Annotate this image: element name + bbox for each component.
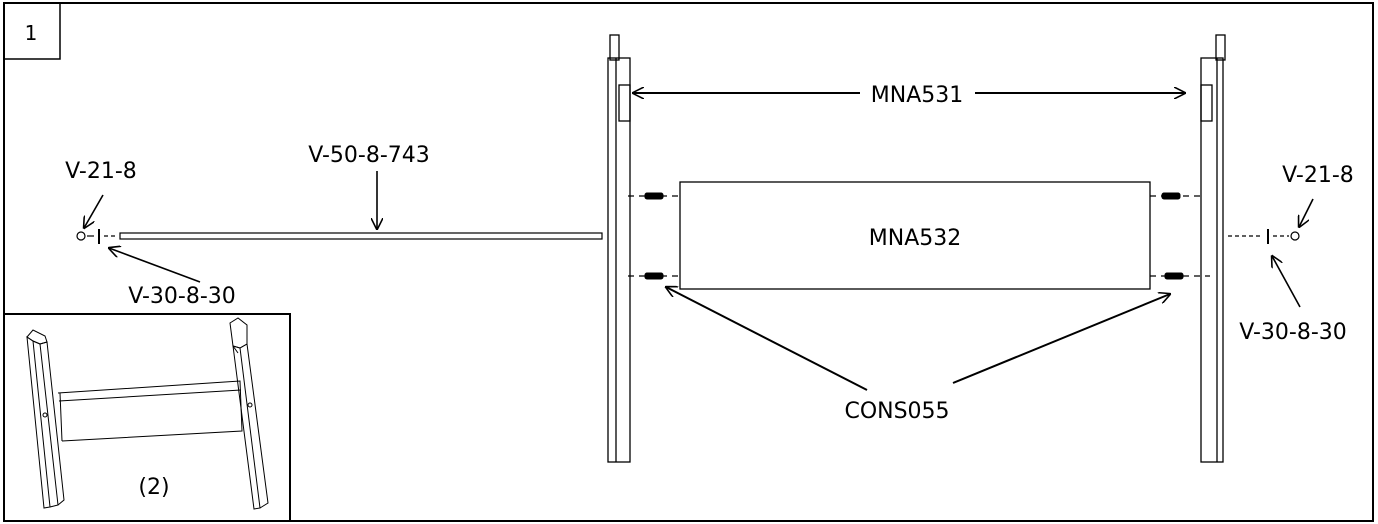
dowel-right-bottom xyxy=(1164,272,1184,280)
left-nut xyxy=(76,231,86,241)
diagram-frame xyxy=(3,2,1374,522)
step-box: 1 xyxy=(3,2,61,60)
inset-quantity: (2) xyxy=(138,475,169,500)
dowel-right-top xyxy=(1161,192,1181,200)
dowels-label: CONS055 xyxy=(844,399,949,424)
right-nut xyxy=(1290,231,1300,241)
dowels-arrow-left xyxy=(666,287,868,391)
left-hardware xyxy=(76,229,118,244)
right-nut-label: V-21-8 xyxy=(1282,163,1354,188)
inset-frame xyxy=(3,313,291,522)
right-washer-arrow xyxy=(1272,256,1301,308)
step-number: 1 xyxy=(25,21,38,45)
crossbar-label: MNA532 xyxy=(869,226,961,251)
left-nut-arrow xyxy=(84,194,104,228)
dowel-left-top xyxy=(644,192,664,200)
left-side-panel xyxy=(607,34,631,463)
dowels xyxy=(644,192,1184,280)
width-label: MNA531 xyxy=(871,83,963,108)
right-side-panel xyxy=(1200,34,1226,463)
right-nut-arrow xyxy=(1299,198,1314,227)
threaded-rod xyxy=(119,232,603,240)
left-nut-label: V-21-8 xyxy=(65,159,137,184)
left-washer-arrow xyxy=(109,248,201,283)
crossbar-mna532 xyxy=(679,181,1151,290)
inset-assembled-stand xyxy=(26,317,269,510)
left-washer-label: V-30-8-30 xyxy=(128,284,236,309)
dowels-arrow-right xyxy=(952,294,1170,384)
right-washer-label: V-30-8-30 xyxy=(1239,320,1347,345)
dowel-left-bottom xyxy=(644,272,664,280)
threaded-rod-label: V-50-8-743 xyxy=(308,143,430,168)
right-hardware xyxy=(1228,229,1300,244)
